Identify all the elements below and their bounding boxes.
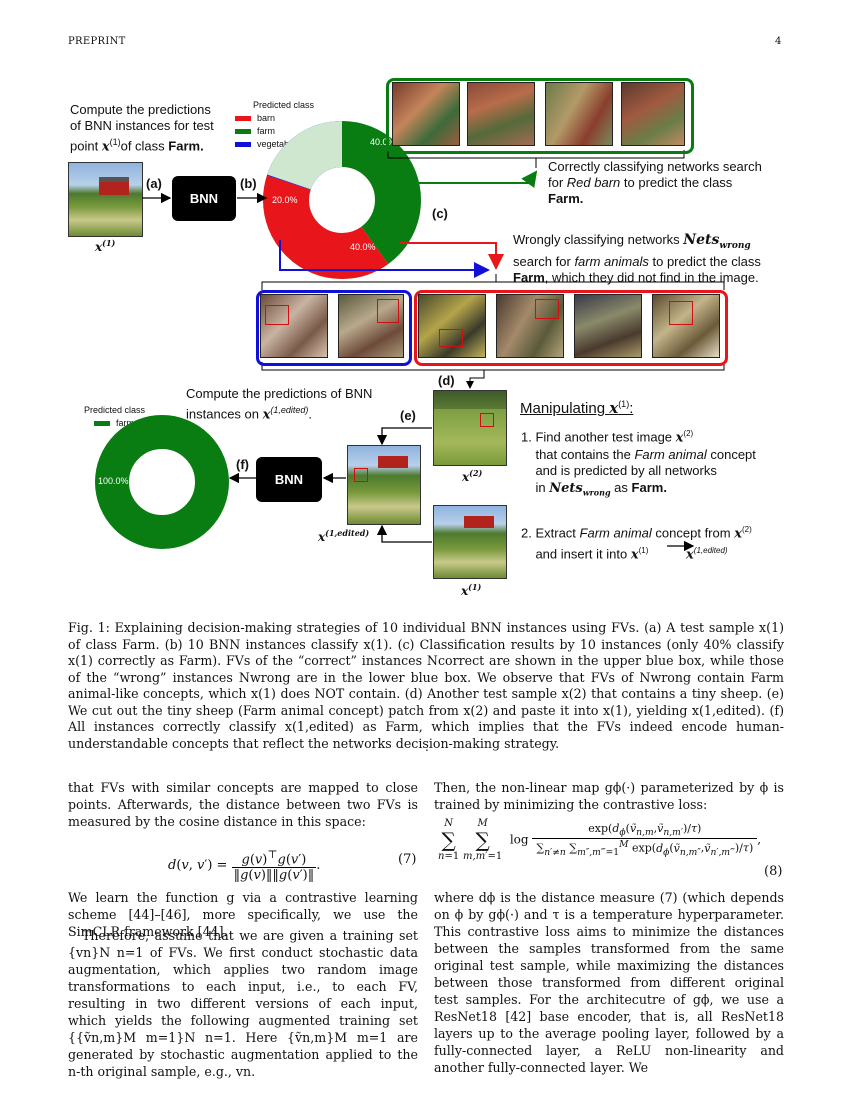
- right-col-p2: where dϕ is the distance measure (7) (wh…: [434, 890, 784, 1075]
- compute-text-1: Compute the predictions of BNN instances…: [70, 102, 214, 155]
- step-1: 1. Find another test image x(2) that con…: [521, 429, 756, 498]
- donut2-slice-farm: [95, 415, 229, 549]
- correct-fv-box: [386, 78, 694, 154]
- wrong-text: Wrongly classifying networks Netswrong s…: [513, 232, 761, 285]
- x1-photo-bottom: [433, 505, 507, 579]
- donut-chart-1: 40.0% 40.0% 20.0%: [263, 121, 421, 279]
- donut-label-vegetable-garden: 20.0%: [272, 195, 298, 205]
- x2-photo: [433, 390, 507, 466]
- donut-slice-vegetable-garden: [263, 121, 421, 279]
- x1-edited-photo: [347, 445, 421, 525]
- manipulating-title: Manipulating x(1):: [520, 399, 634, 417]
- page-number: 4: [775, 36, 782, 47]
- fv-correct-1: [392, 82, 460, 146]
- x1-photo: [68, 162, 143, 237]
- donut-chart-2: 100.0%: [95, 415, 229, 549]
- fv-wrong-5: [574, 294, 642, 358]
- eq8-number: (8): [764, 864, 783, 879]
- legend-2: Predicted class farm: [84, 405, 146, 428]
- fv-correct-4: [621, 82, 685, 146]
- eq7-number: (7): [398, 852, 417, 867]
- donut-slice-barn: [263, 121, 421, 279]
- label-f: (f): [236, 457, 249, 472]
- center-dot: .: [425, 740, 429, 754]
- fv-wrong-2: [338, 294, 404, 358]
- bnn-box: BNN: [172, 176, 236, 221]
- fv-correct-2: [467, 82, 535, 146]
- x1-edited-label: x(1,edited): [318, 528, 370, 544]
- x2-label: x(2): [462, 468, 483, 484]
- label-b: (b): [240, 176, 257, 191]
- bnn-box-2: BNN: [256, 457, 322, 502]
- label-c: (c): [432, 206, 448, 221]
- donut-label-farm: 40.0%: [370, 137, 396, 147]
- donut2-label: 100.0%: [98, 476, 129, 486]
- x1-label: x(1): [95, 238, 116, 254]
- left-col-p3: Therefore, assume that we are given a tr…: [68, 928, 418, 1079]
- fv-correct-3: [545, 82, 613, 146]
- right-col-p1: Then, the non-linear map gϕ(·) parameter…: [434, 780, 784, 812]
- fv-wrong-3: [418, 294, 486, 358]
- equation-8: N∑n=1 M∑m,m′=1 log exp(dϕ(ṽn,m,ṽn,m′)/τ)…: [438, 818, 762, 862]
- fv-wrong-4: [496, 294, 564, 358]
- label-d: (d): [438, 373, 455, 388]
- figure-arrows: [142, 150, 725, 552]
- donut-label-barn: 40.0%: [350, 242, 376, 252]
- label-e: (e): [400, 408, 416, 423]
- left-col-p2: We learn the function g via a contrastiv…: [68, 890, 418, 939]
- wrong-fv-box-red: [414, 290, 728, 366]
- fv-wrong-1: [260, 294, 328, 358]
- step-2: 2. Extract Farm animal concept from x(2)…: [521, 525, 752, 563]
- figure-caption: Fig. 1: Explaining decision-making strat…: [68, 620, 784, 751]
- compute-text-2: Compute the predictions of BNN instances…: [186, 386, 373, 423]
- fv-wrong-6: [652, 294, 720, 358]
- label-a: (a): [146, 176, 162, 191]
- running-header: PREPRINT: [68, 36, 126, 47]
- left-col-p1: that FVs with similar concepts are mappe…: [68, 780, 418, 829]
- wrong-fv-box-blue: [256, 290, 412, 366]
- correct-text: Correctly classifying networks search fo…: [548, 159, 762, 206]
- equation-7: d(v, v′) = g(v)⊤g(v′) ‖g(v)‖‖g(v′)‖ .: [168, 848, 321, 884]
- x1-label-bottom: x(1): [461, 582, 482, 598]
